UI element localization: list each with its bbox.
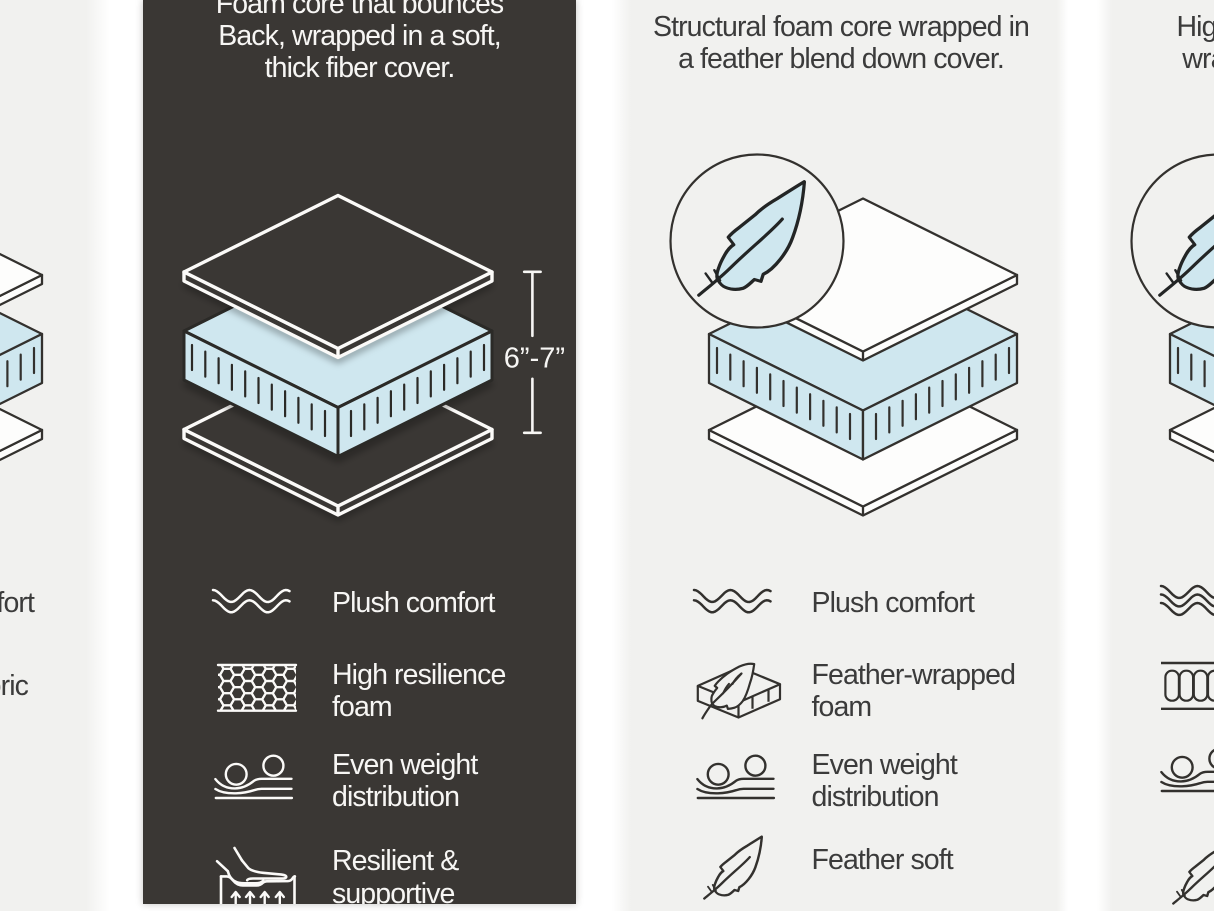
- svg-text:6”-7”: 6”-7”: [504, 343, 565, 375]
